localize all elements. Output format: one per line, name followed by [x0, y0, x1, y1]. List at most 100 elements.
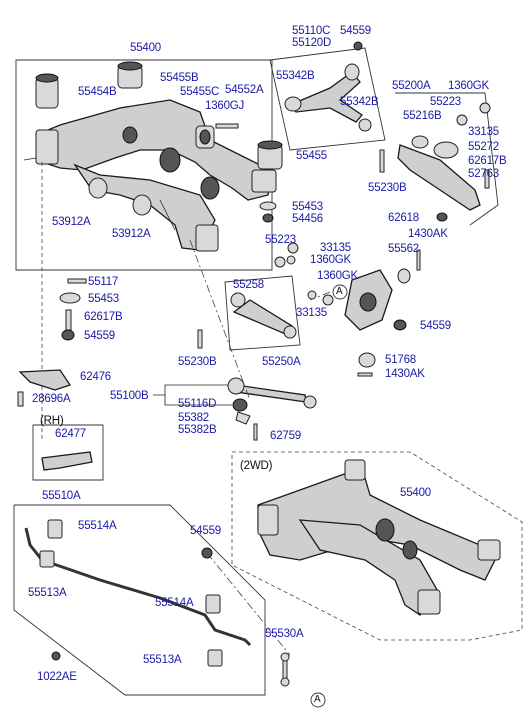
label-62477[interactable]: 62477 — [55, 428, 86, 440]
crossmember-2wd — [257, 459, 501, 616]
rh-bracket-box — [32, 424, 104, 481]
label-1360GK-b[interactable]: 1360GK — [310, 254, 351, 266]
label-1360GK-a[interactable]: 1360GK — [448, 80, 489, 92]
upper-arm-box — [269, 47, 386, 151]
label-55110C[interactable]: 55110C — [292, 25, 331, 37]
label-55455C[interactable]: 55455C — [180, 86, 220, 98]
label-55230B-b[interactable]: 55230B — [178, 356, 217, 368]
washer-33135-c — [322, 294, 334, 306]
label-54559-c[interactable]: 54559 — [190, 525, 221, 537]
leader-center — [189, 239, 251, 401]
bolt-54552A — [215, 123, 239, 129]
label-55400[interactable]: 55400 — [130, 42, 161, 54]
label-62476[interactable]: 62476 — [80, 371, 111, 383]
label-33135-a[interactable]: 33135 — [468, 126, 499, 138]
nut-54559-a — [61, 329, 75, 341]
bushing-55455B — [117, 61, 143, 89]
label-55455[interactable]: 55455 — [296, 150, 327, 162]
label-1430AK-a[interactable]: 1430AK — [408, 228, 448, 240]
stabilizer-bar-55510A — [24, 519, 326, 708]
label-51768[interactable]: 51768 — [385, 354, 416, 366]
washer-55453-b — [59, 292, 81, 304]
bushing-55455C — [195, 125, 215, 149]
label-55272[interactable]: 55272 — [468, 141, 499, 153]
label-55513A-b[interactable]: 55513A — [143, 654, 182, 666]
label-55250A[interactable]: 55250A — [262, 356, 301, 368]
label-55453-a[interactable]: 55453 — [292, 201, 323, 213]
washer-1360GK-b — [286, 255, 296, 265]
label-62617B-a[interactable]: 62617B — [84, 311, 123, 323]
label-53912A-a[interactable]: 53912A — [52, 216, 91, 228]
trailing-arm-box — [395, 92, 499, 226]
label-33135-b[interactable]: 33135 — [320, 242, 351, 254]
label-54559-b[interactable]: 54559 — [420, 320, 451, 332]
2wd-box — [231, 451, 523, 641]
label-54456[interactable]: 54456 — [292, 213, 323, 225]
knuckle-assembly — [332, 249, 421, 377]
lower-arm-box — [224, 275, 301, 351]
label-1430AK-b[interactable]: 1430AK — [385, 368, 425, 380]
label-55342B-a[interactable]: 55342B — [276, 70, 315, 82]
label-55382[interactable]: 55382 — [178, 412, 209, 424]
label-55455B[interactable]: 55455B — [160, 72, 199, 84]
label-55223-b[interactable]: 55223 — [265, 234, 296, 246]
label-54552A[interactable]: 54552A — [225, 84, 264, 96]
lower-arm-55250A — [230, 292, 297, 339]
bushing-53912A-b — [132, 194, 152, 216]
leader-knuckle — [309, 291, 331, 301]
label-55510A[interactable]: 55510A — [42, 490, 81, 502]
crossmember-55400 — [23, 99, 277, 252]
label-55514A-b[interactable]: 55514A — [155, 597, 194, 609]
label-55223-a[interactable]: 55223 — [430, 96, 461, 108]
bracket-62476 — [18, 369, 72, 391]
label-2wd: (2WD) — [240, 460, 273, 472]
label-52763[interactable]: 52763 — [468, 168, 499, 180]
label-55400-2wd[interactable]: 55400 — [400, 487, 431, 499]
label-55100B[interactable]: 55100B — [110, 390, 149, 402]
label-62618[interactable]: 62618 — [388, 212, 419, 224]
label-55562[interactable]: 55562 — [388, 243, 419, 255]
label-28696A[interactable]: 28696A — [32, 393, 71, 405]
label-55200A[interactable]: 55200A — [392, 80, 431, 92]
label-1360GJ[interactable]: 1360GJ — [205, 100, 245, 112]
label-55514A-a[interactable]: 55514A — [78, 520, 117, 532]
bracket-62477 — [41, 451, 93, 471]
main-crossmember-box — [15, 59, 273, 271]
label-rh: (RH) — [40, 415, 64, 427]
label-55382B[interactable]: 55382B — [178, 424, 217, 436]
bolt-55117 — [67, 278, 87, 284]
label-55513A-a[interactable]: 55513A — [28, 587, 67, 599]
label-62617B-b[interactable]: 62617B — [468, 155, 507, 167]
stabilizer-box — [13, 504, 266, 696]
trailing-arm-55200A — [379, 102, 491, 222]
bolt-28696A — [17, 391, 24, 407]
label-55454B[interactable]: 55454B — [78, 86, 117, 98]
label-55258[interactable]: 55258 — [233, 279, 264, 291]
washer-55223 — [274, 256, 286, 268]
washer-33135-b — [287, 242, 299, 254]
label-55530A[interactable]: 55530A — [265, 628, 304, 640]
label-55117[interactable]: 55117 — [88, 276, 119, 288]
arm-55100B — [227, 377, 317, 441]
bolt-62617B — [65, 309, 72, 331]
circle-a-label-a: A — [336, 286, 343, 297]
leader-55116D — [164, 395, 232, 406]
label-55216B[interactable]: 55216B — [403, 110, 442, 122]
nut-54456 — [262, 213, 274, 223]
label-53912A-b[interactable]: 53912A — [112, 228, 151, 240]
label-55120D[interactable]: 55120D — [292, 37, 332, 49]
label-55453-b[interactable]: 55453 — [88, 293, 119, 305]
label-55230B-a[interactable]: 55230B — [368, 182, 407, 194]
label-55342B-b[interactable]: 55342B — [340, 96, 379, 108]
bolt-55230B — [197, 329, 203, 349]
leader-55100B — [153, 384, 228, 396]
label-1360GK-c[interactable]: 1360GK — [317, 270, 358, 282]
label-33135-c[interactable]: 33135 — [296, 307, 327, 319]
label-54559-top[interactable]: 54559 — [340, 25, 371, 37]
label-1022AE[interactable]: 1022AE — [37, 671, 77, 683]
label-62759[interactable]: 62759 — [270, 430, 301, 442]
label-55116D[interactable]: 55116D — [178, 398, 217, 410]
label-54559-a[interactable]: 54559 — [84, 330, 115, 342]
